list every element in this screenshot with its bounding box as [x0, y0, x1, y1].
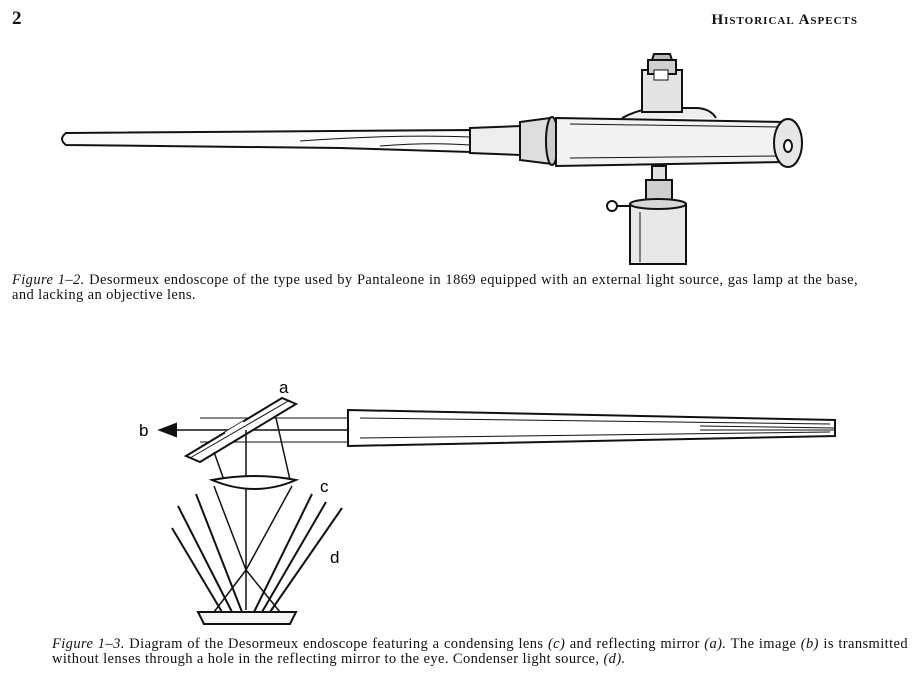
caption-ref-a: (a). — [704, 636, 727, 652]
gas-lamp — [629, 203, 687, 265]
caption-text-2: and reflecting mirror — [569, 636, 700, 652]
page-number: 2 — [12, 8, 22, 29]
label-d: d — [330, 548, 339, 567]
caption-text-3: The image — [730, 636, 797, 652]
endoscope-tube — [61, 128, 471, 154]
caption-ref-b: (b) — [800, 636, 819, 652]
figure-1-2-text: Desormeux endoscope of the type used by … — [12, 272, 859, 303]
label-a: a — [279, 378, 289, 397]
figure-1-2-label: Figure 1–2. — [12, 272, 85, 288]
caption-ref-c: (c) — [547, 636, 566, 652]
figure-1-2-caption: Figure 1–2. Desormeux endoscope of the t… — [12, 273, 858, 303]
arrow-head — [157, 422, 177, 438]
condensing-lens — [208, 475, 300, 490]
label-b: b — [139, 421, 148, 440]
condenser-source — [196, 611, 298, 625]
figure-1-3-label: Figure 1–3. — [52, 636, 125, 652]
label-c: c — [320, 477, 329, 496]
caption-text-4: is transmitted without lenses through a … — [52, 636, 908, 667]
reflecting-mirror — [183, 396, 299, 464]
caption-ref-d: (d). — [603, 651, 626, 667]
diagram-tube — [347, 408, 836, 448]
running-head: Historical Aspects — [711, 12, 858, 28]
caption-text-1: Diagram of the Desormeux endoscope featu… — [129, 636, 544, 652]
figure-1-3-caption: Figure 1–3. Diagram of the Desormeux end… — [52, 637, 908, 667]
